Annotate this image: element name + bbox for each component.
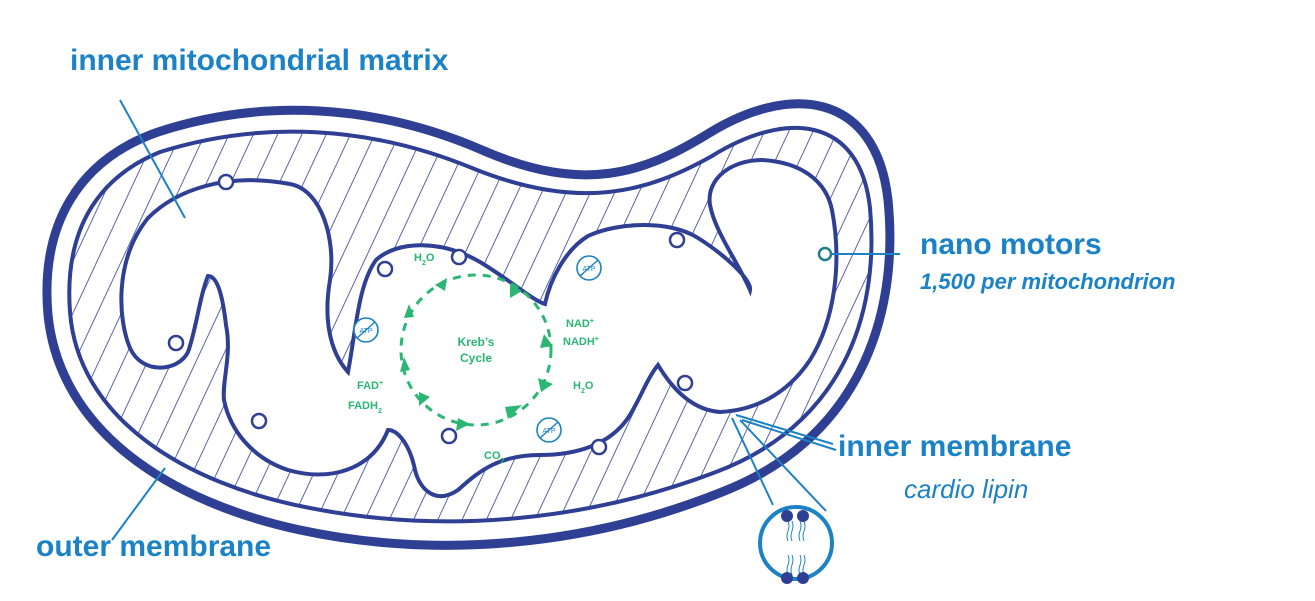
atp-label: ATP: [542, 428, 555, 435]
matrix-label: inner mitochondrial matrix: [70, 44, 448, 78]
krebs-title-line2: Cycle: [460, 351, 492, 365]
inner-membrane-sublabel: cardio lipin: [904, 474, 1028, 505]
lipid-bilayer-icon: [760, 507, 832, 584]
krebs-title-line1: Kreb’s: [458, 335, 495, 349]
atp-label: ATP: [582, 266, 595, 273]
atp-synthase-icon: ATP: [354, 318, 378, 342]
outer-membrane-label: outer membrane: [36, 530, 271, 564]
inner-membrane-label: inner membrane: [838, 430, 1071, 464]
nad-label: NAD+: [566, 318, 594, 330]
nadh-label: NADH+: [563, 336, 599, 348]
nano-motor-highlight-icon: [819, 248, 831, 260]
atp-synthase-icon: ATP: [537, 418, 561, 442]
atp-label: ATP: [359, 328, 372, 335]
nano-motors-label: nano motors: [920, 228, 1102, 262]
nano-motors-sublabel: 1,500 per mitochondrion: [920, 269, 1176, 295]
atp-synthase-icon: ATP: [577, 256, 601, 280]
